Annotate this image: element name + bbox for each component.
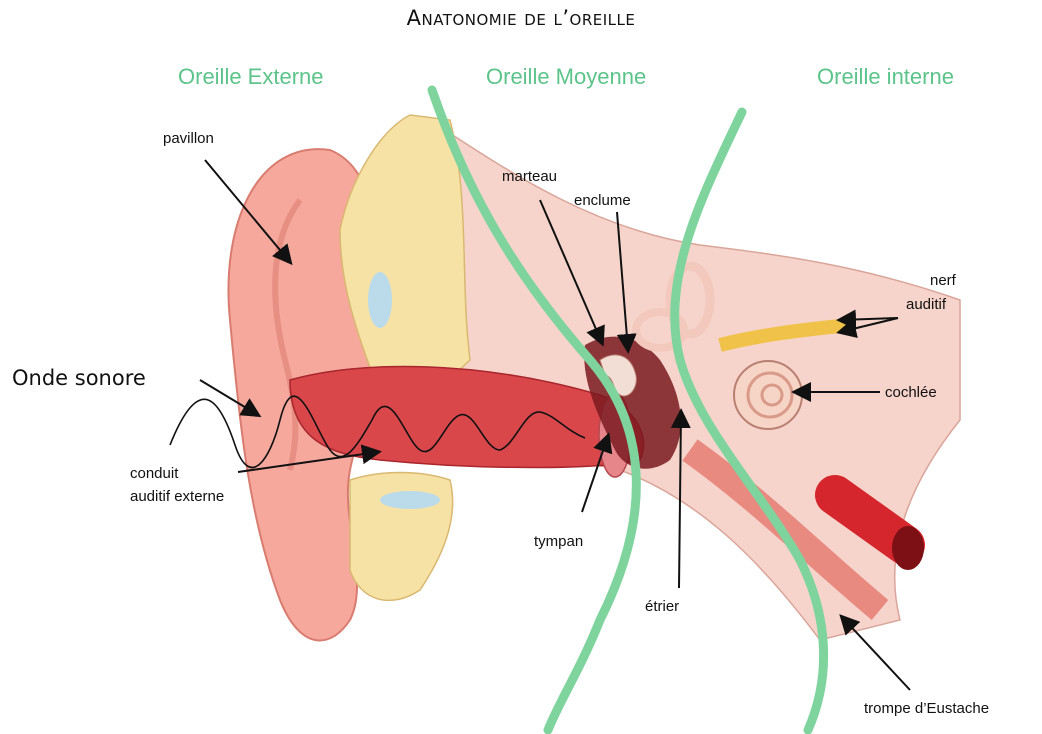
- region-middle-ear: Oreille Moyenne: [486, 64, 646, 90]
- region-inner-ear: Oreille interne: [817, 64, 954, 90]
- label-trompe-eustache: trompe d’Eustache: [864, 698, 989, 719]
- label-conduit: conduit: [130, 463, 178, 484]
- label-etrier: étrier: [645, 596, 679, 617]
- label-cochlee: cochlée: [885, 382, 937, 403]
- label-nerf: nerf: [930, 270, 956, 291]
- label-tympan: tympan: [534, 531, 583, 552]
- label-auditif-externe: auditif externe: [130, 486, 224, 507]
- label-onde-sonore: Onde sonore: [12, 366, 146, 390]
- label-auditif: auditif: [906, 294, 946, 315]
- region-outer-ear: Oreille Externe: [178, 64, 324, 90]
- label-pavillon: pavillon: [163, 128, 214, 149]
- arrow-trompe: [842, 617, 910, 690]
- label-enclume: enclume: [574, 190, 631, 211]
- label-marteau: marteau: [502, 166, 557, 187]
